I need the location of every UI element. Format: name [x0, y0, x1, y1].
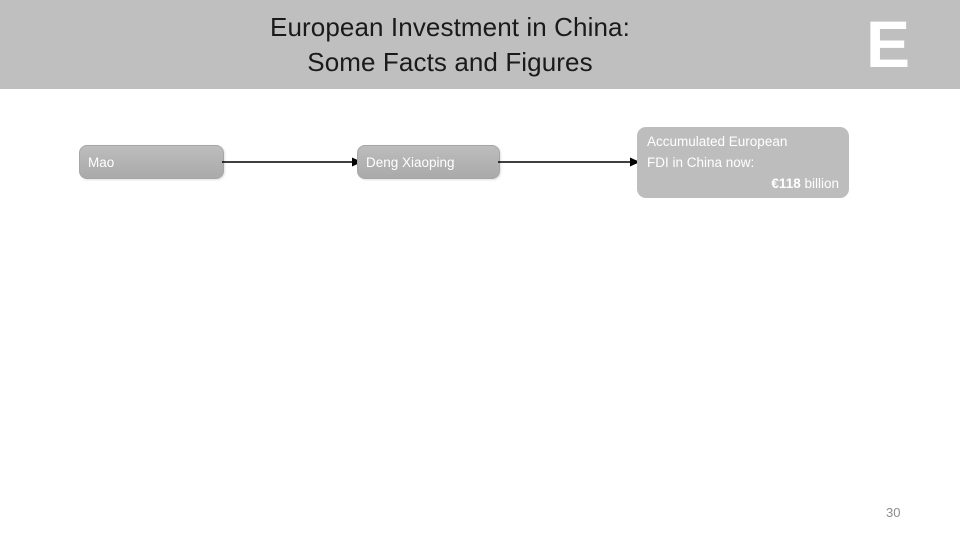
brand-logo-e-icon: E: [866, 13, 910, 75]
fdi-amount: €118 billion: [647, 173, 839, 194]
diagram-node-mao[interactable]: Mao: [79, 145, 224, 179]
diagram-node-deng-xiaoping[interactable]: Deng Xiaoping: [357, 145, 500, 179]
flow-diagram: Mao Deng Xiaoping Accumulated European F…: [0, 89, 960, 540]
fdi-line-2: FDI in China now:: [647, 155, 755, 170]
fdi-amount-number: €118: [771, 176, 801, 191]
page-number: 30: [886, 505, 901, 520]
diagram-node-mao-label: Mao: [88, 155, 115, 170]
page-title: European Investment in China: Some Facts…: [270, 12, 630, 77]
connector-mao-to-deng: [222, 151, 362, 173]
connector-deng-to-fdi: [498, 151, 640, 173]
fdi-line-1: Accumulated European: [647, 134, 788, 149]
diagram-node-accumulated-fdi[interactable]: Accumulated European FDI in China now: €…: [637, 127, 849, 198]
diagram-node-deng-xiaoping-label: Deng Xiaoping: [366, 155, 455, 170]
slide-header-band: European Investment in China: Some Facts…: [0, 0, 960, 89]
fdi-amount-unit: billion: [800, 176, 839, 191]
